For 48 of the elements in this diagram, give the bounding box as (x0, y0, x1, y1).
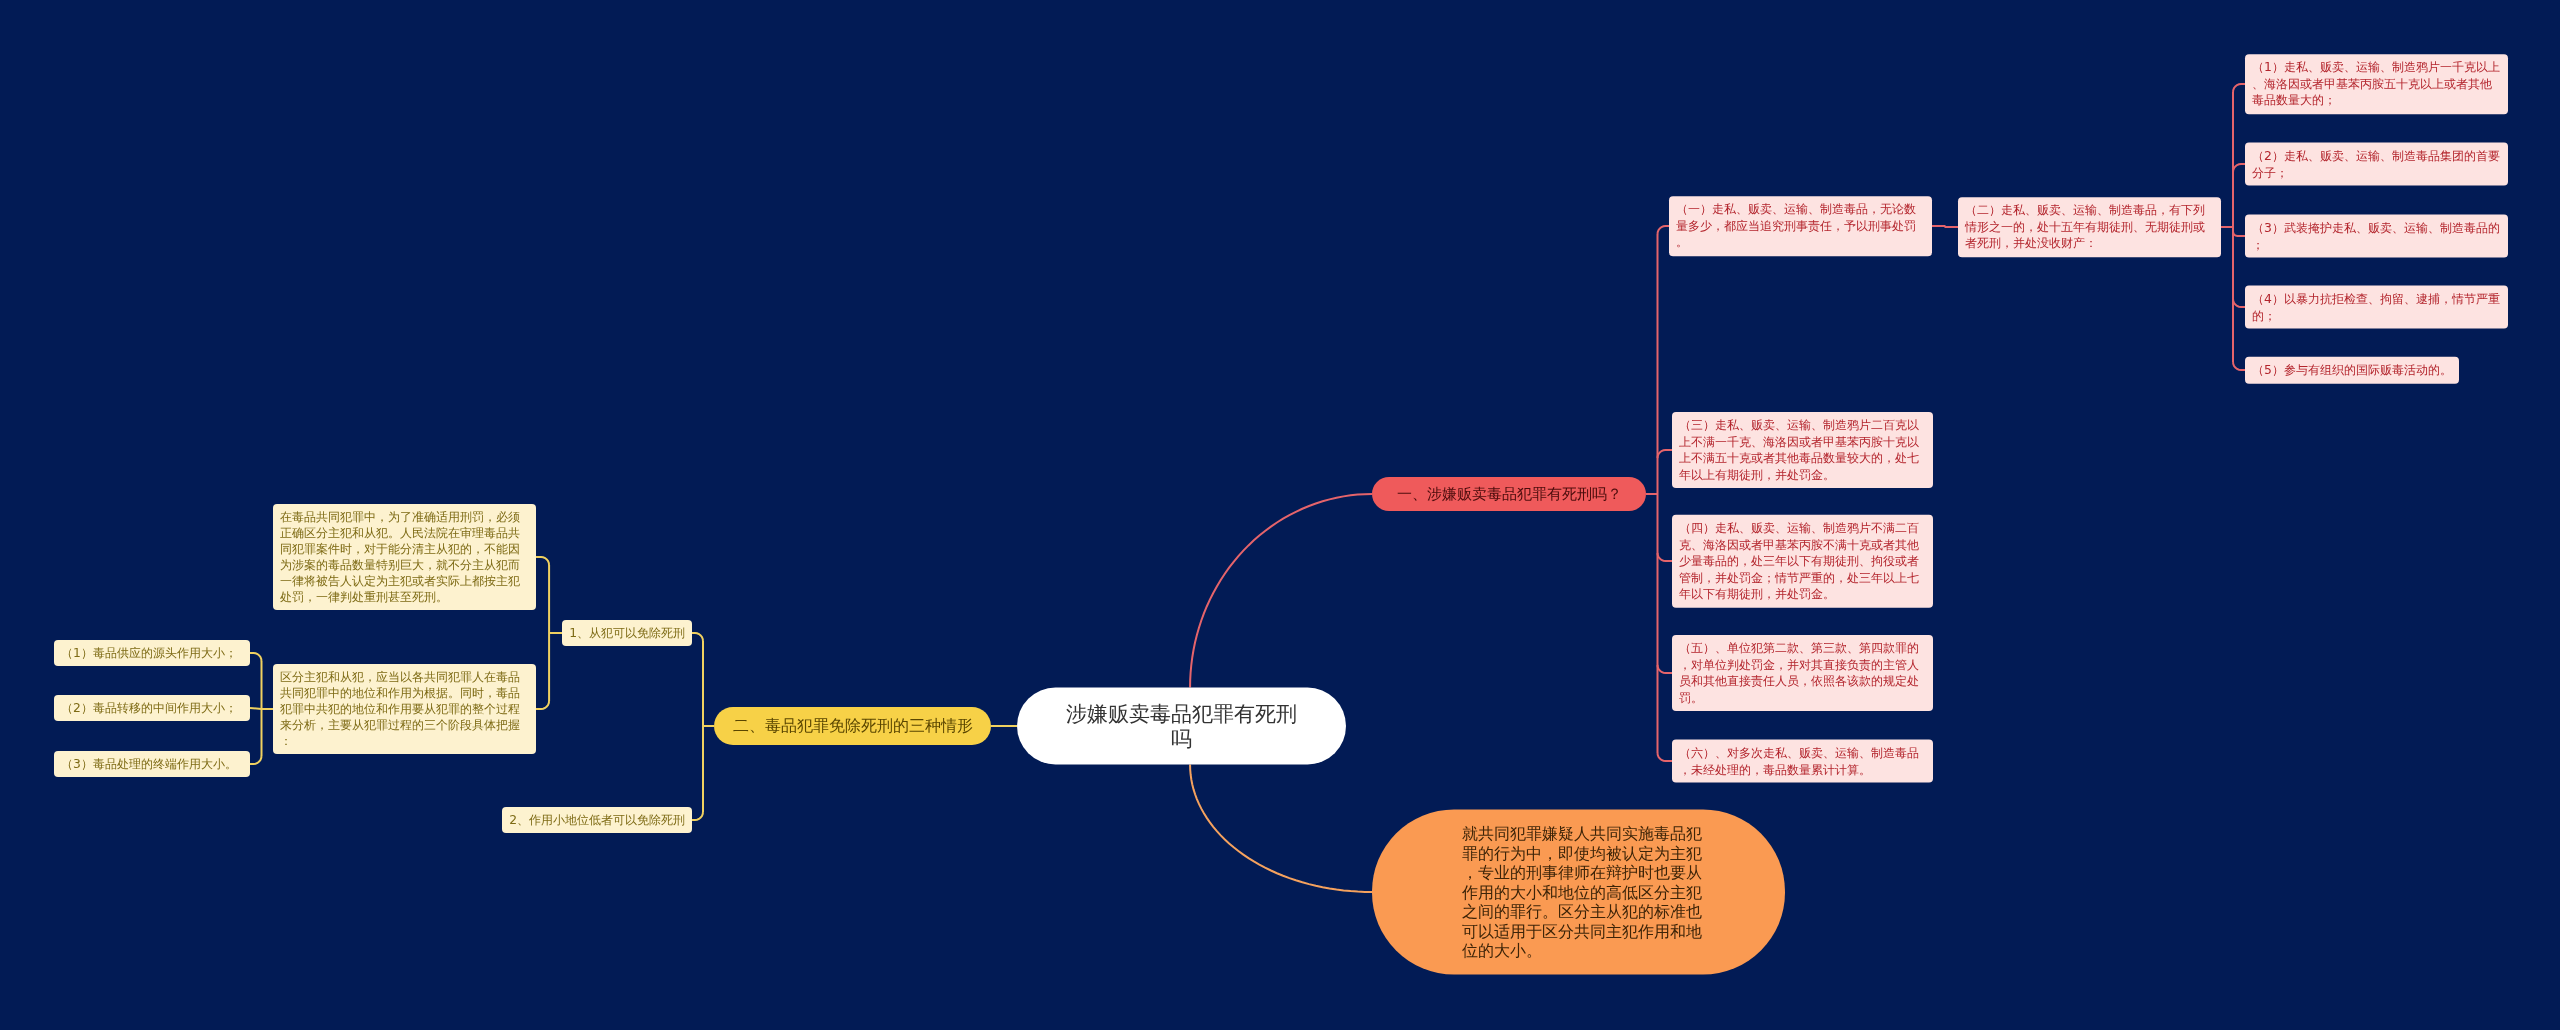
connector-line (249, 755, 263, 765)
connector-line (535, 700, 551, 710)
connector-line (1656, 225, 1670, 235)
connector-line (691, 632, 704, 642)
connector-line (535, 556, 551, 566)
branch-topic: 一、涉嫌贩卖毒品犯罪有死刑吗？ (1372, 477, 1646, 511)
connector-line (2232, 83, 2246, 93)
subtopic-card: （1）走私、贩卖、运输、制造鸦片一千克以上、海洛因或者甲基苯丙胺五十克以上或者其他毒品数量大的； (2245, 54, 2508, 114)
subtopic-card: （三）走私、贩卖、运输、制造鸦片二百克以上不满一千克、海洛因或者甲基苯丙胺十克以上不满五十克或者其他毒品数量较大的，处七年以上有期徒刑，并处罚金。 (1672, 412, 1933, 488)
connector-line (260, 660, 274, 757)
subtopic-card: （5）参与有组织的国际贩毒活动的。 (2245, 356, 2459, 384)
connector-line (702, 640, 715, 813)
connector-line (1645, 233, 1659, 754)
connector-line (1656, 752, 1673, 762)
connector-line (691, 811, 704, 821)
connector-line (2232, 163, 2246, 173)
connector-line (1656, 664, 1673, 674)
connector-line (2232, 230, 2246, 237)
connector-line (2232, 298, 2246, 308)
subtopic-card: （3）毒品处理的终端作用大小。 (54, 751, 250, 777)
central-topic: 涉嫌贩卖毒品犯罪有死刑吗 (1017, 687, 1346, 765)
subtopic-card: （一）走私、贩卖、运输、制造毒品，无论数量多少，都应当追究刑事责任，予以刑事处罚。 (1669, 196, 1932, 256)
subtopic-card: 在毒品共同犯罪中，为了准确适用刑罚，必须正确区分主犯和从犯。人民法院在审理毒品共同犯罪案件时，对于能分清主从犯的，不能因为涉案的毒品数量特别巨大，就不分主从犯而一律将被告人认定为主犯或者实际上都按主犯处罚，一律判处重刑甚至死刑。 (273, 504, 536, 610)
connector-line (548, 564, 564, 702)
connector-line (2220, 91, 2234, 363)
subtopic-card: （四）走私、贩卖、运输、制造鸦片不满二百克、海洛因或者甲基苯丙胺不满十克或者其他少量毒品的，处三年以下有期徒刑、拘役或者管制，并处罚金；情节严重的，处三年以上七年以下有期徒刑，并处罚金。 (1672, 514, 1933, 608)
subtopic-card: 区分主犯和从犯，应当以各共同犯罪人在毒品共同犯罪中的地位和作用为根据。同时，毒品犯罪中共犯的地位和作用要从犯罪的整个过程来分析，主要从犯罪过程的三个阶段具体把握： (273, 664, 536, 754)
subtopic-card: （二）走私、贩卖、运输、制造毒品，有下列情形之一的，处十五年有期徒刑、无期徒刑或者死刑，并处没收财产： (1958, 197, 2221, 257)
subtopic-card: （2）走私、贩卖、运输、制造毒品集团的首要分子； (2245, 142, 2508, 186)
connector-line (1189, 493, 1373, 689)
branch-topic: 就共同犯罪嫌疑人共同实施毒品犯罪的行为中，即使均被认定为主犯，专业的刑事律师在辩护时也要从作用的大小和地位的高低区分主犯之间的罪行。区分主从犯的标准也可以适用于区分共同主犯作用和地位的大小。 (1372, 809, 1785, 975)
subtopic-card: （3）武装掩护走私、贩卖、运输、制造毒品的； (2245, 214, 2508, 258)
subtopic-card: 1、从犯可以免除死刑 (562, 620, 692, 646)
connector-line (1931, 225, 1959, 228)
subtopic-card: （1）毒品供应的源头作用大小； (54, 640, 250, 666)
subtopic-card: 2、作用小地位低者可以免除死刑 (502, 807, 692, 833)
connector-line (1656, 552, 1673, 562)
subtopic-card: （六）、对多次走私、贩卖、运输、制造毒品，未经处理的，毒品数量累计计算。 (1672, 739, 1933, 783)
connector-line (249, 652, 263, 662)
branch-topic: 二、毒品犯罪免除死刑的三种情形 (714, 707, 991, 745)
connector-line (2232, 361, 2246, 371)
connector-line (990, 725, 1018, 727)
subtopic-card: （2）毒品转移的中间作用大小； (54, 695, 250, 721)
connector-line (249, 707, 263, 710)
subtopic-card: （五）、单位犯第二款、第三款、第四款罪的，对单位判处罚金，并对其直接负责的主管人员和其他直接责任人员，依照各该款的规定处罚。 (1672, 635, 1933, 711)
subtopic-card: （4）以暴力抗拒检查、拘留、逮捕，情节严重的； (2245, 285, 2508, 329)
connector-line (1189, 763, 1373, 893)
connector-line (1656, 449, 1673, 459)
